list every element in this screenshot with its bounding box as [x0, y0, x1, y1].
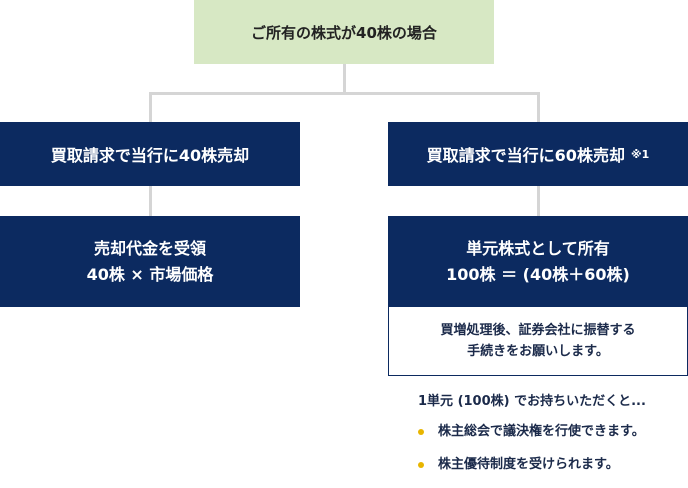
- right-result-box: 単元株式として所有 100株 ＝ (40株＋60株): [388, 216, 688, 307]
- right-step-box: 買取請求で当行に60株売却 ※1: [388, 122, 688, 186]
- connector-horizontal: [149, 92, 540, 95]
- right-result-line1: 単元株式として所有: [466, 238, 610, 258]
- right-detail-line1: 買増処理後、証券会社に振替する: [440, 323, 636, 338]
- connector-left-mid: [149, 186, 152, 216]
- right-result-line2: 100株 ＝ (40株＋60株): [446, 264, 630, 284]
- left-step-box: 買取請求で当行に40株売却: [0, 122, 300, 186]
- benefits-heading: 1単元 (100株) でお持ちいただくと...: [418, 394, 646, 409]
- bullet-dot-icon: [418, 429, 424, 435]
- connector-top-vertical: [343, 64, 346, 93]
- right-step-note: ※1: [630, 147, 650, 161]
- benefit-text: 株主総会で議決権を行使できます。: [438, 424, 645, 439]
- benefits-list: 株主総会で議決権を行使できます。 株主優待制度を受けられます。: [418, 422, 686, 475]
- scenario-box: ご所有の株式が40株の場合: [194, 0, 494, 64]
- benefits-section: 1単元 (100株) でお持ちいただくと... 株主総会で議決権を行使できます。…: [418, 392, 686, 488]
- left-result-line1: 売却代金を受領: [93, 238, 206, 258]
- right-detail-box: 買増処理後、証券会社に振替する 手続きをお願いします。: [388, 307, 688, 376]
- connector-right-mid: [537, 186, 540, 216]
- list-item: 株主優待制度を受けられます。: [418, 455, 686, 475]
- scenario-text: ご所有の株式が40株の場合: [251, 23, 437, 42]
- right-detail-line2: 手続きをお願いします。: [467, 344, 609, 359]
- right-step-title: 買取請求で当行に60株売却: [426, 146, 625, 165]
- list-item: 株主総会で議決権を行使できます。: [418, 422, 686, 442]
- left-result-box: 売却代金を受領 40株 × 市場価格: [0, 216, 300, 307]
- left-result-line2: 40株 × 市場価格: [86, 264, 214, 284]
- connector-right-drop: [537, 92, 540, 122]
- left-step-title: 買取請求で当行に40株売却: [50, 146, 250, 165]
- bullet-dot-icon: [418, 462, 424, 468]
- connector-left-drop: [149, 92, 152, 122]
- benefit-text: 株主優待制度を受けられます。: [438, 457, 619, 472]
